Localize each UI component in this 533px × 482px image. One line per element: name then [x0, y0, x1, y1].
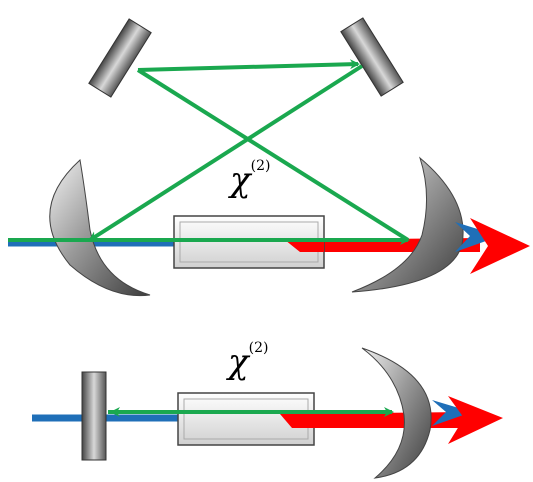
flat-mirror-icon: [340, 17, 404, 97]
crystal-label-top: χ(2): [230, 158, 271, 200]
beam-arrow-icon: [470, 218, 530, 274]
flat-mirror-icon: [88, 18, 152, 98]
chi-symbol: χ: [228, 342, 249, 382]
curved-mirror-icon: [49, 159, 151, 297]
chi-order: (2): [250, 158, 271, 174]
beam-arrow-icon: [448, 396, 503, 444]
curved-mirror-icon: [361, 347, 432, 479]
second-harmonic-beam-in-crystal: [285, 239, 324, 252]
chi-symbol: χ: [230, 160, 251, 200]
chi-order: (2): [248, 340, 269, 356]
curved-mirror-icon: [351, 156, 464, 293]
cavity-beam: [8, 59, 410, 245]
beam-arrow-icon: [432, 400, 472, 426]
crystal-label-bottom: χ(2): [228, 340, 269, 382]
flat-mirror-icon: [81, 371, 107, 461]
beam-arrow-icon: [455, 222, 500, 252]
